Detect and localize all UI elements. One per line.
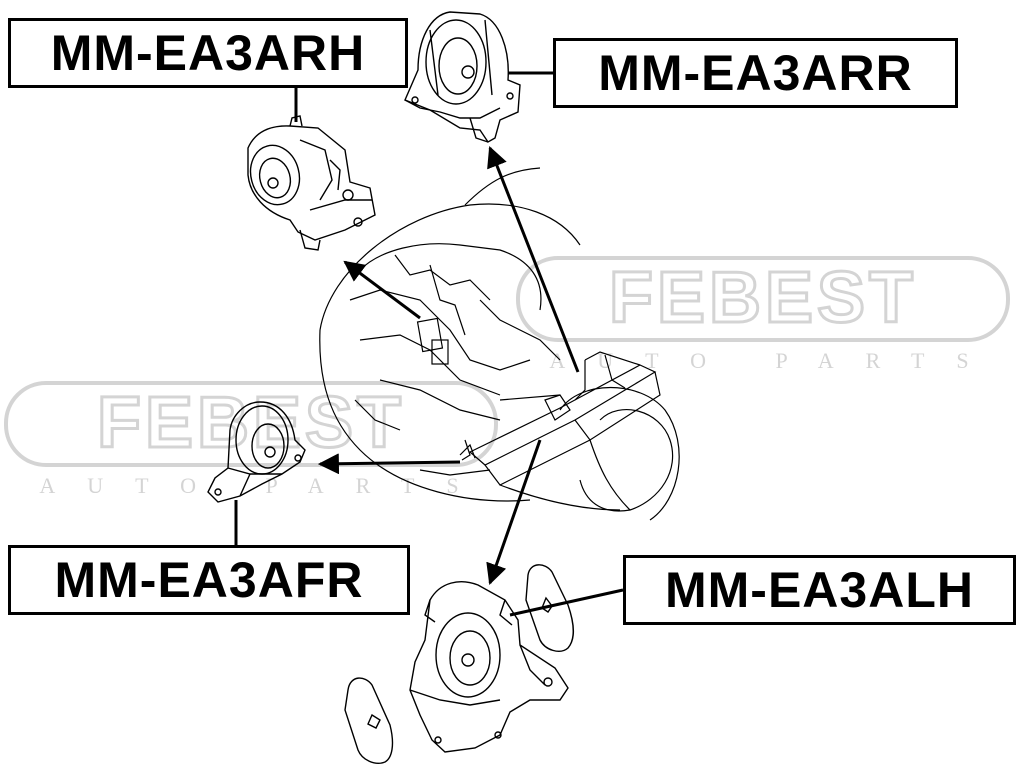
arrow-to-arr <box>487 146 580 373</box>
engine-assembly-drawing <box>319 167 680 521</box>
arrow-to-arh <box>343 260 421 320</box>
watermark-right: FEBEST AUTO PARTS <box>516 256 1010 373</box>
watermark-right-tagline: AUTO PARTS <box>549 348 1000 373</box>
mount-drawing-arr <box>404 11 521 143</box>
watermark-left: FEBEST AUTO PARTS <box>4 381 498 498</box>
part-label-afr: MM-EA3AFR <box>8 545 410 615</box>
watermark-left-brand: FEBEST <box>97 383 405 463</box>
part-label-arh: MM-EA3ARH <box>8 18 408 88</box>
leader-lines <box>234 71 624 617</box>
part-label-arr: MM-EA3ARR <box>553 38 958 108</box>
mount-drawing-afr <box>207 401 306 503</box>
arrow-to-afr <box>317 453 461 475</box>
pointer-arrows <box>317 146 580 585</box>
part-label-alh: MM-EA3ALH <box>623 555 1016 625</box>
arrow-to-alh <box>486 439 542 585</box>
mount-drawing-alh <box>344 564 574 764</box>
watermark-right-brand: FEBEST <box>609 258 917 338</box>
leader-line-alh <box>509 588 624 617</box>
mount-drawing-arh <box>247 115 376 251</box>
watermark-left-tagline: AUTO PARTS <box>39 473 490 498</box>
